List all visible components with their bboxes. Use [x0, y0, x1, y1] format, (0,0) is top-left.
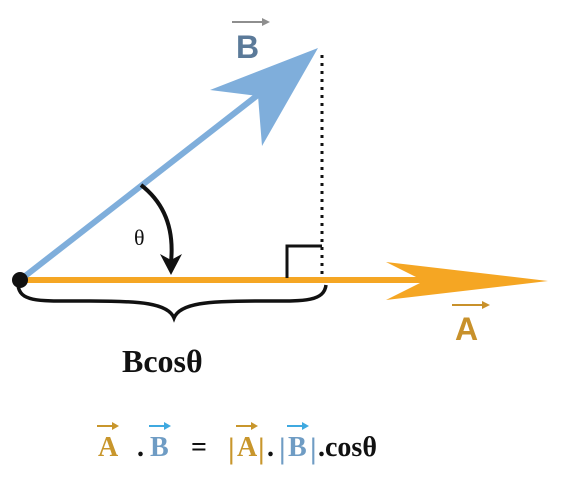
angle-arc-arrowhead [160, 254, 182, 275]
formula-abs-a-left-bar: | [228, 432, 235, 465]
vector-b-shaft [17, 81, 275, 283]
formula-b-over-arrowhead [164, 422, 171, 430]
projection-brace [16, 284, 328, 323]
formula-dot: . [137, 432, 144, 463]
origin-point [12, 272, 28, 288]
formula-abs-a-right-bar: | [258, 432, 265, 465]
formula-a-over-arrowhead [112, 422, 119, 430]
angle-label: θ [134, 225, 145, 250]
formula-abs-a-over-arrowhead [251, 422, 258, 430]
projection-label: Bcosθ [122, 343, 203, 379]
vector-a-arrowhead [386, 262, 548, 300]
formula-b: B [150, 432, 169, 463]
formula-abs-b-left-bar: | [279, 432, 286, 465]
vector-a-label-over-arrowhead [482, 301, 490, 309]
vector-b-label: B [236, 29, 259, 65]
formula-abs-b-over-arrowhead [302, 422, 309, 430]
formula-abs-a: A [237, 432, 258, 463]
vector-b-label-over-arrowhead [262, 18, 270, 26]
formula-cos: .cosθ [318, 432, 377, 463]
formula-abs-b-right-bar: | [310, 432, 317, 465]
vector-a-label: A [455, 311, 478, 347]
right-angle-marker [285, 244, 322, 278]
formula-equals: = [191, 432, 207, 463]
vector-b-arrowhead [210, 48, 318, 146]
angle-arc [139, 183, 174, 263]
dot-product-formula: A . B = | A | . | B | .cosθ [97, 422, 377, 465]
formula-a: A [98, 432, 119, 463]
formula-abs-b: B [288, 432, 307, 463]
formula-mid-dot: . [267, 432, 274, 463]
